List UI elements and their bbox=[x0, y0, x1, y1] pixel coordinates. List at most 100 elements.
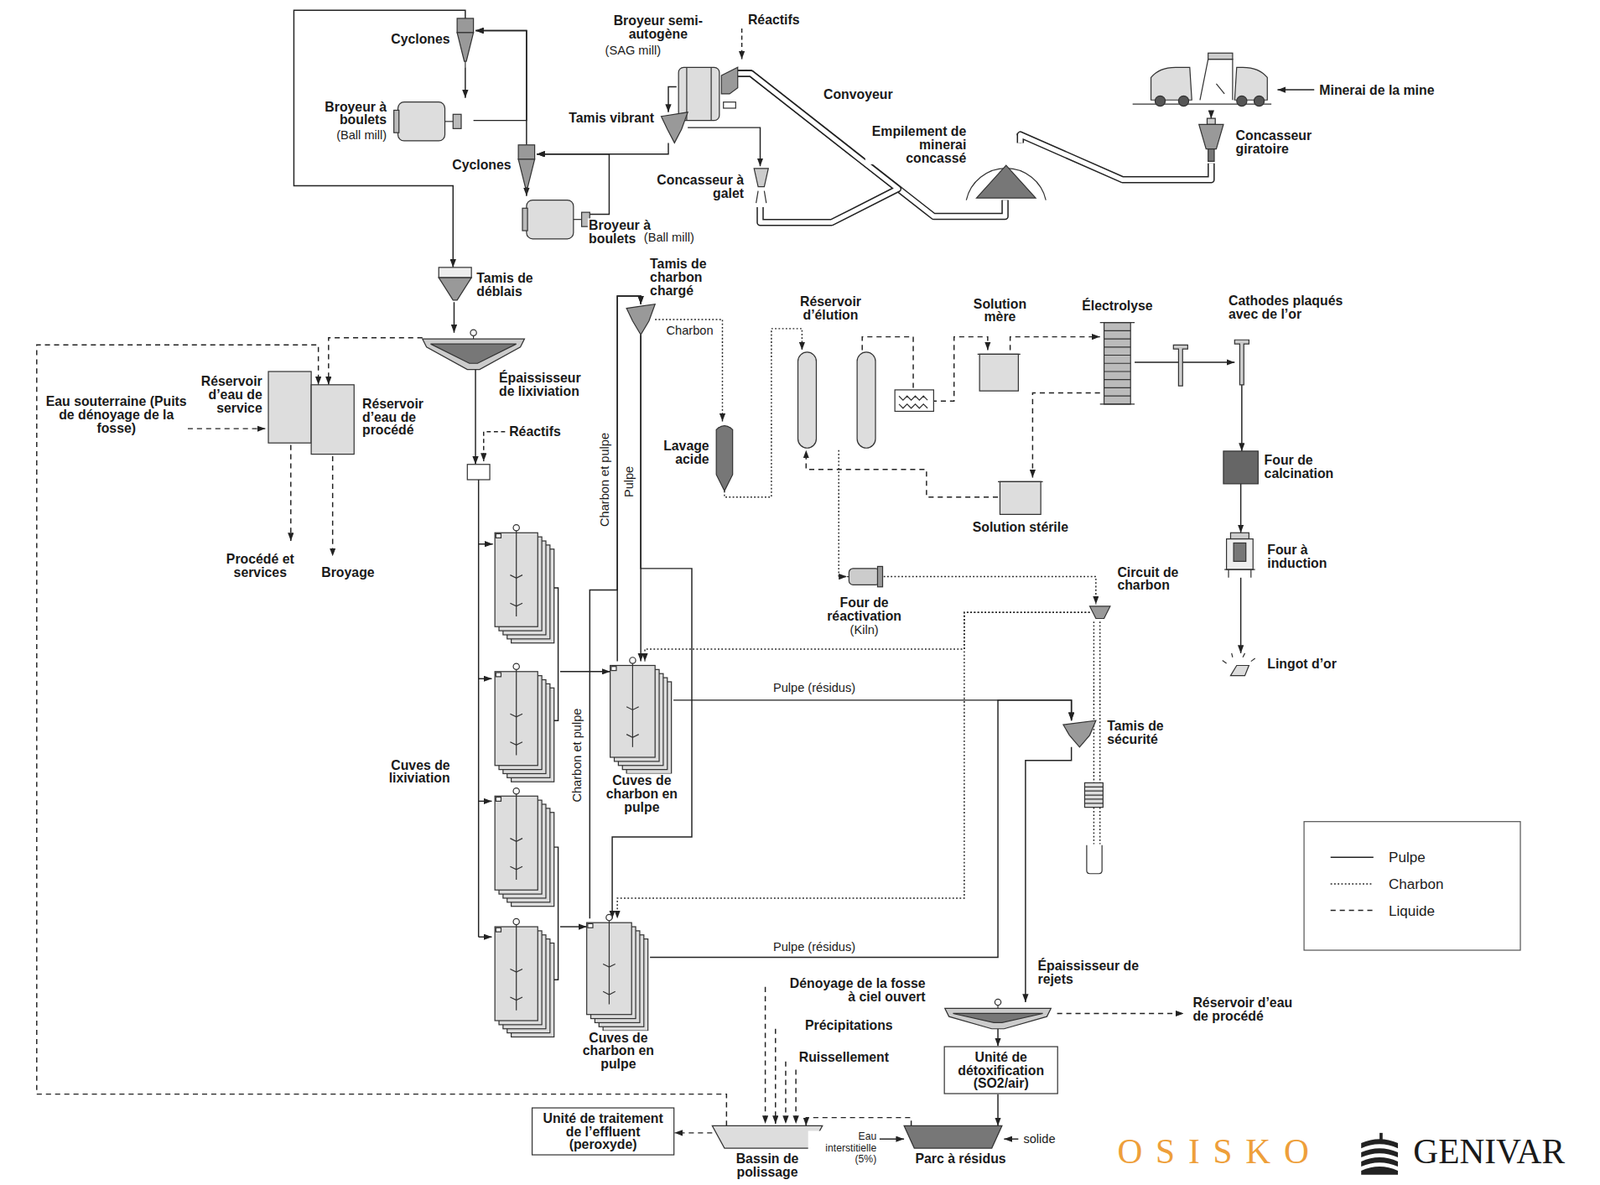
equipment-icon bbox=[1063, 720, 1097, 748]
equipment-icon bbox=[660, 112, 688, 144]
flow-label: Pulpe (résidus) bbox=[772, 940, 858, 954]
equipment-label: Solution stérile bbox=[949, 520, 1092, 535]
flow-line bbox=[997, 1094, 998, 1127]
equipment-label: Bassin de polissage bbox=[716, 1152, 819, 1180]
process-box: Unité de traitement de l’effluent (perox… bbox=[531, 1106, 675, 1155]
equipment-label: Broyeur à boulets bbox=[318, 99, 389, 127]
equipment: Solution mère bbox=[977, 349, 1021, 393]
equipment: Empilement de minerai concassé bbox=[964, 142, 1049, 200]
legend-label: Liquide bbox=[1387, 902, 1436, 919]
note-label: Ruissellement bbox=[798, 1049, 911, 1064]
flow-line bbox=[328, 337, 423, 385]
equipment-label: Réservoir d’eau de service bbox=[183, 374, 264, 415]
equipment-label: Réservoir d’élution bbox=[787, 295, 873, 323]
equipment: Broyeur à boulets(Ball mill) bbox=[394, 98, 474, 146]
flow-line bbox=[464, 67, 466, 99]
equipment-label: Tamis de sécurité bbox=[1106, 719, 1188, 747]
equipment-label: Épaississeur de rejets bbox=[1036, 959, 1143, 987]
flow-line bbox=[649, 700, 1072, 958]
flow-line bbox=[805, 1117, 911, 1127]
flow-line bbox=[883, 576, 1097, 605]
equipment-label: (Ball mill) bbox=[318, 128, 389, 142]
equipment-icon bbox=[438, 267, 472, 302]
equipment: Four à induction bbox=[1224, 532, 1256, 578]
equipment: Réservoir d’eau de procédé bbox=[311, 384, 354, 455]
equipment-icon bbox=[1224, 532, 1256, 578]
logo-text: OSISKO bbox=[1116, 1132, 1351, 1172]
equipment-label: Parc à résidus bbox=[914, 1152, 1027, 1166]
equipment: Four de calcination bbox=[1223, 451, 1258, 484]
equipment: Cyclones bbox=[516, 145, 537, 194]
flow-line bbox=[668, 86, 677, 112]
note-label: Réservoir d’eau de procédé bbox=[1191, 996, 1306, 1024]
equipment: Tamis de charbon chargé bbox=[626, 304, 655, 336]
note-label: Eau souterraine (Puits de dénoyage de la… bbox=[45, 394, 188, 435]
equipment-label: Cuves de charbon en pulpe bbox=[577, 1030, 660, 1071]
equipment-icon bbox=[997, 477, 1044, 517]
logo-text: GENIVAR bbox=[1412, 1132, 1586, 1172]
equipment-icon bbox=[794, 349, 880, 450]
equipment-icon bbox=[977, 349, 1021, 393]
equipment: Concasseur à galet bbox=[749, 166, 773, 208]
equipment: Solution stérile bbox=[997, 477, 1044, 517]
flow-line bbox=[1241, 384, 1242, 452]
equipment: Circuit de charbon bbox=[1090, 603, 1111, 620]
equipment-icon bbox=[846, 562, 884, 592]
equipment-label: Tamis de charbon chargé bbox=[649, 257, 725, 297]
flow-line bbox=[1240, 483, 1242, 533]
equipment: Lingot d’or bbox=[1222, 653, 1256, 682]
equipment-label: Lavage acide bbox=[644, 438, 711, 466]
flow-line bbox=[1010, 337, 1101, 351]
equipment-label: Minerai de la mine bbox=[1318, 83, 1472, 98]
equipment: Épaississeur de rejets bbox=[945, 1002, 1052, 1029]
equipment-label: (Ball mill) bbox=[643, 231, 715, 245]
equipment: Parc à résidus bbox=[903, 1125, 1003, 1149]
equipment-icon bbox=[749, 166, 773, 208]
equipment: Broyeur à boulets(Ball mill) bbox=[522, 196, 590, 244]
flow-line bbox=[724, 328, 802, 498]
equipment-icon bbox=[711, 1125, 822, 1149]
equipment-label: Réactifs bbox=[508, 424, 580, 438]
equipment-icon bbox=[467, 464, 490, 480]
note-label: Réactifs bbox=[747, 13, 819, 27]
equipment-icon bbox=[626, 304, 655, 336]
equipment-icon bbox=[903, 1125, 1003, 1149]
equipment: Épaississeur de lixiviation bbox=[422, 332, 525, 370]
equipment-label: Cyclones bbox=[379, 32, 452, 47]
equipment-icon bbox=[964, 142, 1049, 200]
equipment: Cuves de charbon en pulpe bbox=[587, 918, 650, 1029]
flow-label: Pulpe bbox=[622, 465, 636, 499]
equipment: Cyclones bbox=[455, 18, 476, 68]
note-label: Précipitations bbox=[804, 1018, 917, 1033]
equipment-label: Épaississeur de lixiviation bbox=[498, 371, 598, 399]
flow-line bbox=[1020, 135, 1212, 181]
equipment: Bassin de polissage bbox=[711, 1125, 822, 1149]
equipment: Concasseur giratoire bbox=[1198, 118, 1226, 164]
equipment-label: Tamis vibrant bbox=[550, 111, 655, 125]
equipment-icon bbox=[1223, 451, 1258, 484]
equipment-label: Concasseur giratoire bbox=[1234, 128, 1337, 156]
equipment-icon bbox=[1132, 52, 1272, 113]
note-label: Eau interstitielle (5%) bbox=[808, 1130, 878, 1164]
equipment: Réactifs bbox=[467, 464, 490, 480]
equipment-label: Électrolyse bbox=[1073, 299, 1162, 313]
flow-label: Charbon et pulpe bbox=[598, 431, 613, 528]
equipment: Électrolyse bbox=[1100, 322, 1135, 405]
equipment-label: Cathodes plaqués avec de l’or bbox=[1227, 293, 1352, 321]
flow-line bbox=[474, 369, 476, 465]
flow-line bbox=[1020, 135, 1212, 181]
equipment-icon bbox=[587, 918, 650, 1029]
box-text: Unité de traitement de l’effluent (perox… bbox=[536, 1111, 670, 1151]
equipment-label: (Kiln) bbox=[813, 623, 916, 638]
equipment-icon bbox=[1100, 322, 1135, 405]
equipment-label: Cuves de lixiviation bbox=[368, 758, 451, 785]
equipment-label: Réservoir d’eau de procédé bbox=[361, 396, 443, 437]
equipment: Tamis de déblais bbox=[438, 267, 472, 302]
equipment-icon bbox=[493, 528, 561, 1031]
legend-label: Charbon bbox=[1387, 875, 1445, 892]
flow-line bbox=[617, 612, 1090, 919]
equipment-icon bbox=[522, 196, 590, 244]
flow-label: Charbon et pulpe bbox=[571, 706, 585, 803]
note-label: Convoyeur bbox=[822, 88, 915, 102]
